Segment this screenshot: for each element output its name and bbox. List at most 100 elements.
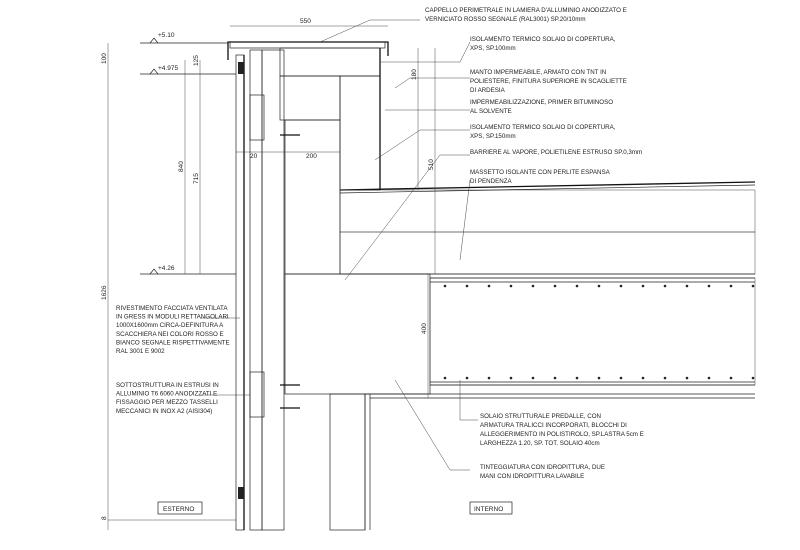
- rebar-mark: [641, 376, 645, 380]
- rebar-mark: [619, 376, 623, 380]
- dim-100: 100: [101, 53, 108, 64]
- substructure-bracket-bottom: [249, 371, 265, 418]
- facade-clip-bottom: [238, 487, 244, 499]
- facade-air-gap: [249, 49, 263, 531]
- callouts-bottom-0-line-0: SOLAIO STRUTTURALE PREDALLE, CON: [480, 413, 601, 420]
- callouts-bottom-1-line-0: TINTEGGIATURA CON IDROPITTURA, DUE: [480, 464, 605, 471]
- rebar-mark: [531, 376, 535, 380]
- svg-text:+5.10: +5.10: [158, 32, 175, 39]
- parapet-upstand-insulation: [339, 75, 381, 191]
- ventilated-facade: [235, 49, 300, 531]
- rebar-mark: [531, 284, 535, 288]
- callouts-right-0-line-0: CAPPELLO PERIMETRALE IN LAMIERA D'ALLUMI…: [425, 7, 627, 14]
- dim-20: 20: [250, 153, 258, 160]
- dim-125: 125: [193, 55, 200, 66]
- dim-715: 715: [193, 173, 200, 184]
- rebar-mark: [487, 376, 491, 380]
- rebar-mark: [553, 284, 557, 288]
- callouts-left: RIVESTIMENTO FACCIATA VENTILATA IN GRESS …: [116, 305, 230, 415]
- rebar-mark: [443, 284, 447, 288]
- rebar-mark: [575, 284, 579, 288]
- callouts-left-1-line-3: MECCANICI IN INOX A2 (AISI304): [116, 408, 212, 415]
- rebar-mark: [685, 284, 689, 288]
- rebar-marks: [443, 284, 755, 380]
- rebar-mark: [443, 376, 447, 380]
- callouts-right-2-line-0: MANTO IMPERMEABILE, ARMATO CON TNT IN: [470, 69, 606, 76]
- rebar-mark: [707, 284, 711, 288]
- rebar-mark: [751, 376, 755, 380]
- rebar-mark: [685, 376, 689, 380]
- rebar-mark: [729, 376, 733, 380]
- rebar-mark: [553, 376, 557, 380]
- parapet: [227, 41, 389, 191]
- callouts-left-1-line-1: ALLUMINIO T6 6060 ANODIZZATI E: [116, 391, 217, 398]
- callouts-bottom: SOLAIO STRUTTURALE PREDALLE, CON ARMATURA…: [480, 413, 644, 480]
- dim-510: 510: [428, 159, 435, 170]
- level-marker-3: +4.26: [140, 265, 236, 275]
- rebar-mark: [465, 376, 469, 380]
- callouts-bottom-0-line-1: ARMATURA TRALICCI INCORPORATI, BLOCCHI D…: [480, 422, 627, 429]
- callouts-right: CAPPELLO PERIMETRALE IN LAMIERA D'ALLUMI…: [425, 7, 642, 185]
- callouts-left-1-line-0: SOTTOSTRUTTURA IN ESTRUSI IN: [116, 382, 219, 389]
- rebar-mark: [663, 284, 667, 288]
- concrete-column: [284, 119, 341, 275]
- roof-insulation-xps-150: [339, 189, 756, 233]
- callouts-left-0-line-5: RAL 3001 E 9002: [116, 348, 165, 355]
- dimension-lines: 550 100 1626 840 125 715 20 200 180 510 …: [101, 18, 436, 530]
- rebar-mark: [751, 284, 755, 288]
- facade-insulation: [261, 49, 285, 531]
- parapet-screed-fill: [279, 75, 341, 121]
- concrete-beam: [284, 273, 431, 395]
- callouts-right-1-line-1: XPS, SP.100mm: [470, 45, 516, 52]
- callouts-right-2-line-2: DI ARDESIA: [470, 87, 506, 94]
- zone-label-inside: INTERNO: [474, 506, 503, 513]
- rebar-mark: [707, 376, 711, 380]
- callouts-left-0-line-1: IN GRESS IN MODULI RETTANGOLARI: [116, 314, 229, 321]
- dim-top-width: 550: [300, 18, 311, 25]
- substructure-bracket-top: [249, 94, 265, 141]
- zone-box-outside: [157, 501, 203, 515]
- dim-180: 180: [411, 69, 418, 80]
- predalle-slab: [429, 277, 756, 386]
- callouts-left-0-line-0: RIVESTIMENTO FACCIATA VENTILATA: [116, 305, 228, 312]
- callouts-right-6-line-0: MASSETTO ISOLANTE CON PERLITE ESPANSA: [470, 169, 611, 176]
- rebar-mark: [509, 376, 513, 380]
- rebar-mark: [597, 376, 601, 380]
- callouts-left-0-line-4: BIANCO SEGNALE RISPETTIVAMENTE: [116, 339, 230, 346]
- rebar-mark: [729, 284, 733, 288]
- callouts-bottom-0-line-2: ALLEGGERIMENTO IN POLISTIROLO, SP.LASTRA…: [480, 431, 644, 438]
- dim-8: 8: [101, 516, 108, 520]
- leaders: [200, 19, 478, 471]
- rebar-mark: [465, 284, 469, 288]
- perlite-screed: [339, 231, 756, 275]
- callouts-right-5-line-0: BARRIERE AL VAPORE, POLIETILENE ESTRUSO …: [470, 149, 642, 156]
- callouts-right-4-line-1: XPS, SP.150mm: [470, 133, 516, 140]
- svg-text:+4.975: +4.975: [158, 65, 178, 72]
- zone-label-outside: ESTERNO: [163, 506, 194, 513]
- callouts-right-3-line-1: AL SOLVENTE: [470, 108, 512, 115]
- callouts-right-2-line-1: POLIESTERE, FINITURA SUPERIORE IN SCAGLI…: [470, 78, 627, 85]
- callouts-right-0-line-1: VERNICIATO ROSSO SEGNALE (RAL3001) SP.20…: [425, 16, 586, 23]
- rebar-mark: [597, 284, 601, 288]
- dim-840: 840: [178, 161, 185, 172]
- rebar-mark: [663, 376, 667, 380]
- parapet-insulation-xps-100: [279, 47, 381, 77]
- rebar-mark: [509, 284, 513, 288]
- facade-stoneware-panel: [235, 54, 245, 531]
- callouts-left-0-line-3: SCACCHIERA NEI COLORI ROSSO E: [116, 331, 224, 338]
- level-marker-2: +4.975: [140, 65, 236, 75]
- dim-1626: 1626: [101, 285, 108, 300]
- callouts-left-0-line-2: 1000X1600mm CIRCA-DEFINITURA A: [116, 322, 224, 329]
- callouts-right-1-line-0: ISOLAMENTO TERMICO SOLAIO DI COPERTURA,: [470, 36, 616, 43]
- callouts-bottom-0-line-3: LARGHEZZA 1.20, SP. TOT. SOLAIO 40cm: [480, 440, 600, 447]
- callouts-right-6-line-1: DI PENDENZA: [470, 178, 512, 185]
- rebar-mark: [575, 376, 579, 380]
- callouts-bottom-1-line-1: MANI CON IDROPITTURA LAVABILE: [480, 473, 584, 480]
- callouts-right-3-line-0: IMPERMEABILIZZAZIONE, PRIMER BITUMINOSO: [470, 99, 613, 106]
- dim-400: 400: [421, 323, 428, 334]
- rebar-mark: [487, 284, 491, 288]
- coping-cap: [229, 41, 386, 49]
- rebar-mark: [641, 284, 645, 288]
- roof-buildup: [339, 181, 756, 386]
